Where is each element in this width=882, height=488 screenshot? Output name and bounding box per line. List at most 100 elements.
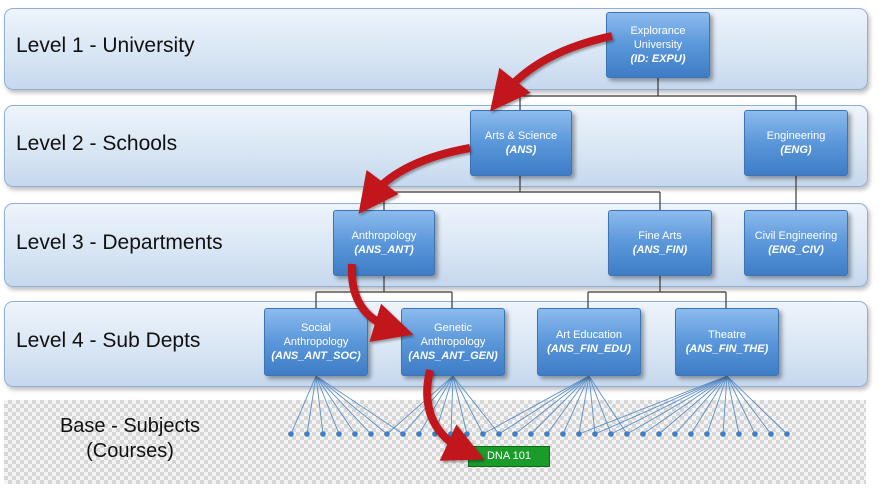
course-dot (400, 431, 406, 437)
node-id: (ANS_FIN_THE) (685, 343, 769, 355)
course-dot (496, 431, 502, 437)
base-band (4, 400, 866, 484)
course-dot (688, 431, 694, 437)
node-engineering[interactable]: Engineering (ENG) (744, 110, 848, 176)
node-name: Genetic Anthropology (420, 322, 486, 348)
course-link-line (626, 375, 728, 435)
course-link-line (530, 375, 590, 435)
course-link-line (726, 375, 772, 435)
node-name: Civil Engineering (754, 230, 838, 242)
course-link-line (306, 375, 317, 435)
node-genetic-anthropology[interactable]: Genetic Anthropology (ANS_ANT_GEN) (401, 308, 505, 376)
course-dot (592, 431, 598, 437)
course-link-line (674, 375, 728, 435)
course-link-line (452, 375, 468, 435)
arrow-genetic-to-dna-101 (423, 369, 485, 461)
course-dot (560, 431, 566, 437)
course-link-line (726, 375, 788, 435)
course-link-line (450, 375, 454, 435)
base-label: Base - Subjects (Courses) (30, 414, 230, 464)
course-link-line (588, 375, 596, 435)
course-fan-lines (290, 375, 788, 435)
node-id: (ANS) (505, 144, 537, 156)
node-id: (ID: EXPU) (630, 53, 686, 65)
course-dna-101[interactable]: DNA 101 (468, 446, 550, 467)
arrow-arts-science-to-anthropology (358, 144, 471, 214)
course-link-line (610, 375, 728, 435)
node-name: Anthropology (351, 230, 417, 242)
node-id: (ENG_CIV) (768, 244, 824, 256)
course-link-line (588, 375, 628, 435)
course-link-line (315, 375, 388, 435)
course-dot (528, 431, 534, 437)
node-art-education[interactable]: Art Education (ANS_FIN_EDU) (537, 308, 641, 376)
node-id: (ANS_FIN) (632, 244, 688, 256)
level-2-band (4, 105, 868, 187)
node-name: Art Education (555, 329, 623, 341)
course-dot (784, 431, 790, 437)
course-dots (288, 431, 790, 437)
node-name: Engineering (766, 130, 826, 142)
course-dot (704, 431, 710, 437)
level-1-label: Level 1 - University (16, 34, 195, 57)
course-link-line (386, 375, 454, 435)
course-dot (512, 431, 518, 437)
course-dot (640, 431, 646, 437)
course-dot (624, 431, 630, 437)
course-dot (608, 431, 614, 437)
course-link-line (726, 375, 740, 435)
node-fine-arts[interactable]: Fine Arts (ANS_FIN) (608, 210, 712, 276)
node-name: Fine Arts (638, 230, 682, 242)
course-link-line (594, 375, 728, 435)
level-3-label: Level 3 - Departments (16, 231, 223, 254)
course-link-line (418, 375, 454, 435)
course-link-line (452, 375, 500, 435)
node-social-anthropology[interactable]: Social Anthropology (ANS_ANT_SOC) (264, 308, 368, 376)
course-dot (544, 431, 550, 437)
level-1-band (4, 8, 868, 90)
arrow-anthropology-to-genetic (347, 263, 414, 342)
course-dot (672, 431, 678, 437)
node-id: (ANS_ANT_GEN) (408, 350, 498, 362)
course-link-line (546, 375, 590, 435)
connector-ans (383, 176, 661, 210)
course-link-line (588, 375, 612, 435)
course-link-line (578, 375, 590, 435)
course-dot (352, 431, 358, 437)
course-dot (736, 431, 742, 437)
course-link-line (578, 375, 728, 435)
course-link-line (690, 375, 728, 435)
base-label-line2: (Courses) (86, 440, 174, 462)
course-link-line (722, 375, 728, 435)
course-dot (336, 431, 342, 437)
course-link-line (315, 375, 340, 435)
course-dot (368, 431, 374, 437)
course-dot (384, 431, 390, 437)
course-dot (416, 431, 422, 437)
level-2-label: Level 2 - Schools (16, 132, 178, 155)
course-link-line (315, 375, 372, 435)
course-link-line (514, 375, 590, 435)
node-id: (ENG) (780, 144, 812, 156)
course-link-line (726, 375, 756, 435)
node-theatre[interactable]: Theatre (ANS_FIN_THE) (675, 308, 779, 376)
course-link-line (315, 375, 356, 435)
course-link-line (482, 375, 590, 435)
course-link-line (315, 375, 324, 435)
node-id: (ANS_ANT) (354, 244, 414, 256)
level-3-band (4, 203, 868, 287)
level-4-label: Level 4 - Sub Depts (16, 329, 201, 352)
connector-ans-ant (315, 276, 453, 308)
node-explorance-university[interactable]: Explorance University (ID: EXPU) (606, 12, 710, 78)
course-link-line (452, 375, 484, 435)
course-link-line (706, 375, 728, 435)
connector-expu (519, 78, 797, 110)
node-id: (ANS_ANT_SOC) (271, 350, 361, 362)
node-civil-engineering[interactable]: Civil Engineering (ENG_CIV) (744, 210, 848, 276)
course-link-line (498, 375, 590, 435)
node-arts-science[interactable]: Arts & Science (ANS) (470, 110, 572, 176)
course-link-line (315, 375, 404, 435)
course-link-line (290, 375, 317, 435)
